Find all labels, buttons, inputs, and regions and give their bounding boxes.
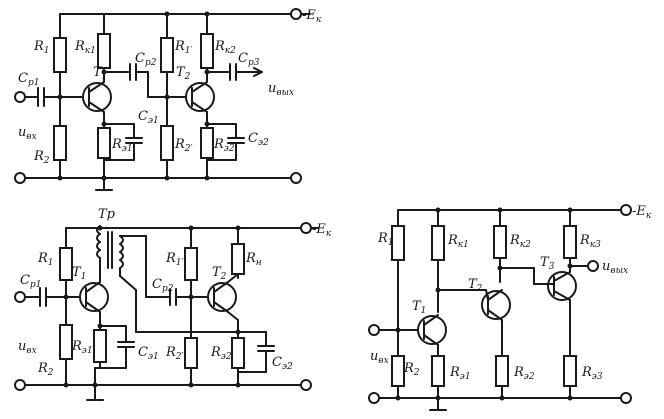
c1-ce2-label: Cэ2 — [248, 131, 269, 148]
transformer-primary — [96, 225, 101, 259]
c2-supply-terminal — [300, 222, 312, 234]
resistor-r1 — [53, 37, 67, 73]
c1-re1-label: Rэ1 — [111, 137, 133, 154]
c3-in-label: uвх — [370, 349, 389, 366]
c2-resistor-re1 — [93, 329, 107, 363]
c3-re3-label: Rэ3 — [581, 365, 603, 382]
resistor-re2 — [200, 127, 214, 159]
c3-r1-label: R1 — [377, 231, 394, 248]
c3-output-terminal — [587, 260, 599, 272]
c1-rk2-label: Rк2 — [214, 39, 236, 56]
c1-cp1-label: Cр1 — [18, 71, 39, 88]
resistor-r2-prime — [160, 125, 174, 161]
c2-resistor-rn — [231, 243, 245, 275]
c1-in-label: uвх — [18, 125, 37, 142]
c3-t2-label: T2 — [468, 277, 483, 294]
c2-cp1-label: Cр1 — [20, 273, 41, 290]
resistor-re1 — [97, 127, 111, 159]
c2-ce1-label: Cэ1 — [138, 345, 159, 362]
c2-input-terminal — [14, 291, 26, 303]
c1-cp3-label: Cр3 — [238, 51, 260, 68]
c3-ground-terminal-left — [368, 392, 380, 404]
c3-resistor-rk3 — [563, 225, 577, 259]
resistor-r2 — [53, 125, 67, 161]
input-terminal — [14, 91, 26, 103]
circuit-2: Tр -Eк R1 R1′ Rн Cр1 T1 Cр2 T2 uвх Rэ1 C… — [14, 207, 332, 401]
c2-r1p-label: R1′ — [165, 251, 184, 268]
c2-tr-label: Tр — [98, 207, 116, 222]
c3-resistor-r2 — [391, 355, 405, 387]
c3-resistor-re1 — [431, 355, 445, 387]
c2-ce2-label: Cэ2 — [272, 355, 293, 372]
c2-resistor-r2 — [59, 324, 73, 360]
c3-supply-terminal — [620, 204, 632, 216]
ground-terminal-left — [14, 172, 26, 184]
c3-resistor-rk1 — [431, 225, 445, 261]
c2-resistor-r1 — [59, 247, 73, 281]
c2-ground-terminal-right — [300, 379, 312, 391]
c2-t2-label: T2 — [212, 265, 227, 282]
c2-r2p-label: R2′ — [165, 345, 184, 362]
c3-re1-label: Rэ1 — [449, 365, 471, 382]
c2-resistor-r2-prime — [184, 337, 198, 369]
c3-r2-label: R2 — [403, 361, 420, 378]
c2-re2-label: Rэ2 — [210, 345, 232, 362]
c1-out-label: uвых — [268, 81, 294, 98]
c1-re2-label: Rэ2 — [213, 137, 235, 154]
c2-re1-label: Rэ1 — [71, 339, 93, 356]
c2-ground-terminal-left — [14, 379, 26, 391]
c2-resistor-re2 — [231, 337, 245, 369]
c3-supply-label: -Eк — [632, 204, 652, 221]
c3-ground-terminal-right — [620, 392, 632, 404]
c1-t2-label: T2 — [176, 65, 191, 82]
c3-resistor-re2 — [495, 355, 509, 387]
circuit-1: -Eк R1 Rк1 Cр2 R1′ Rк2 Cр3 uвых Cр1 T1 T… — [14, 8, 322, 191]
c2-r1-label: R1 — [37, 251, 54, 268]
c3-re2-label: Rэ2 — [513, 365, 535, 382]
c2-in-label: uвх — [18, 339, 37, 356]
ground-terminal-right — [290, 172, 302, 184]
c1-cp2-label: Cр2 — [135, 51, 157, 68]
c2-rn-label: Rн — [245, 251, 262, 268]
resistor-r1-prime — [160, 37, 174, 73]
c2-supply-label: -Eк — [312, 222, 332, 239]
c3-resistor-r1 — [391, 225, 405, 261]
c3-rk2-label: Rк2 — [509, 233, 531, 250]
c1-t1-label: T1 — [93, 65, 107, 82]
c1-r2-label: R2 — [33, 149, 50, 166]
c1-supply-label: -Eк — [302, 8, 322, 25]
c1-r1-label: R1 — [33, 39, 50, 56]
c1-r2p-label: R2′ — [174, 137, 193, 154]
c3-out-label: uвых — [602, 259, 628, 276]
c3-t1-label: T1 — [412, 299, 426, 316]
resistor-rk1 — [97, 33, 111, 69]
circuit-3: -Eк R1 Rк1 Rк2 Rк3 uвых T1 T2 T3 uвх R2 … — [368, 204, 652, 411]
c2-resistor-r1-prime — [184, 247, 198, 281]
c3-input-terminal — [368, 324, 380, 336]
c2-t1-label: T1 — [72, 265, 86, 282]
c3-rk3-label: Rк3 — [579, 233, 601, 250]
resistor-rk2 — [200, 33, 214, 69]
transformer-secondary — [119, 235, 124, 269]
c2-r2-label: R2 — [37, 361, 54, 378]
c1-ce1-label: Cэ1 — [138, 109, 159, 126]
supply-terminal — [290, 8, 302, 20]
c2-cp2-label: Cр2 — [152, 277, 174, 294]
c1-r1p-label: R1′ — [174, 39, 193, 56]
c3-resistor-re3 — [563, 355, 577, 387]
c3-t3-label: T3 — [540, 255, 555, 272]
c3-rk1-label: Rк1 — [447, 233, 469, 250]
c3-resistor-rk2 — [493, 225, 507, 259]
c1-rk1-label: Rк1 — [74, 39, 96, 56]
